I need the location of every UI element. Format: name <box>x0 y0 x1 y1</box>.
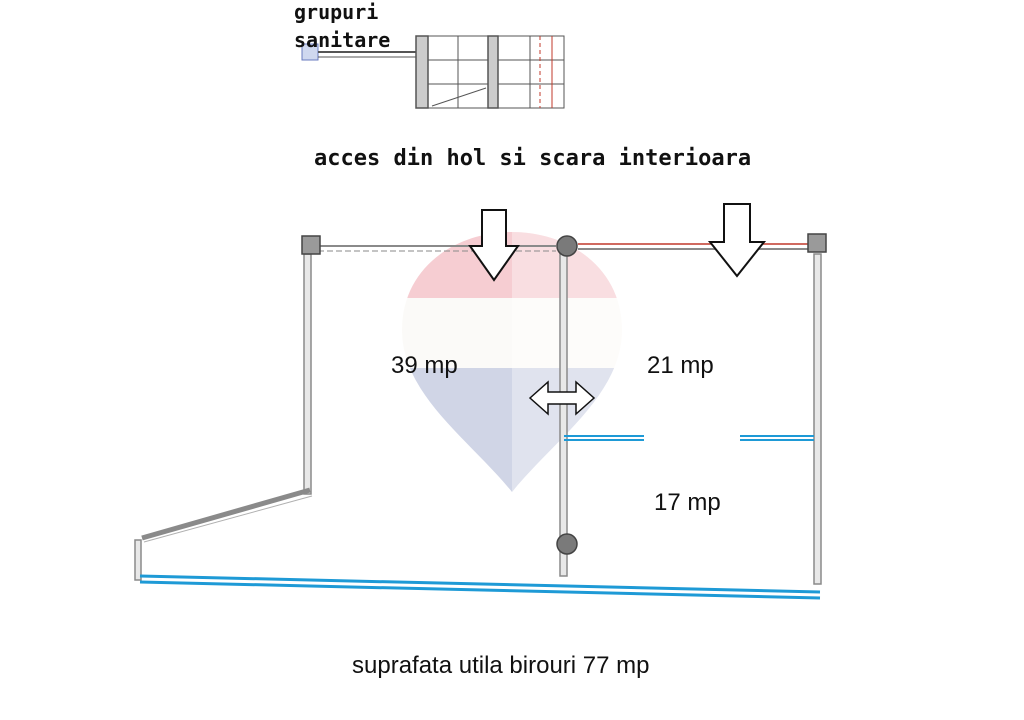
access-note: acces din hol si scara interioara <box>314 146 752 171</box>
down-arrow-icon <box>468 209 520 282</box>
double-arrow-icon <box>528 380 596 416</box>
usable-area-summary: suprafata utila birouri 77 mp <box>352 652 650 679</box>
down-arrow-icon <box>707 203 767 278</box>
glass-partitions <box>139 435 821 600</box>
columns <box>301 233 827 555</box>
walls <box>134 243 822 585</box>
room-area-39: 39 mp <box>391 352 458 379</box>
sanitary-group-title-line1: grupuri <box>294 0 379 24</box>
room-area-17: 17 mp <box>654 489 721 516</box>
sanitary-group-sketch <box>301 35 565 109</box>
room-area-21: 21 mp <box>647 352 714 379</box>
sanitary-group-title-line2: sanitare <box>294 28 391 52</box>
